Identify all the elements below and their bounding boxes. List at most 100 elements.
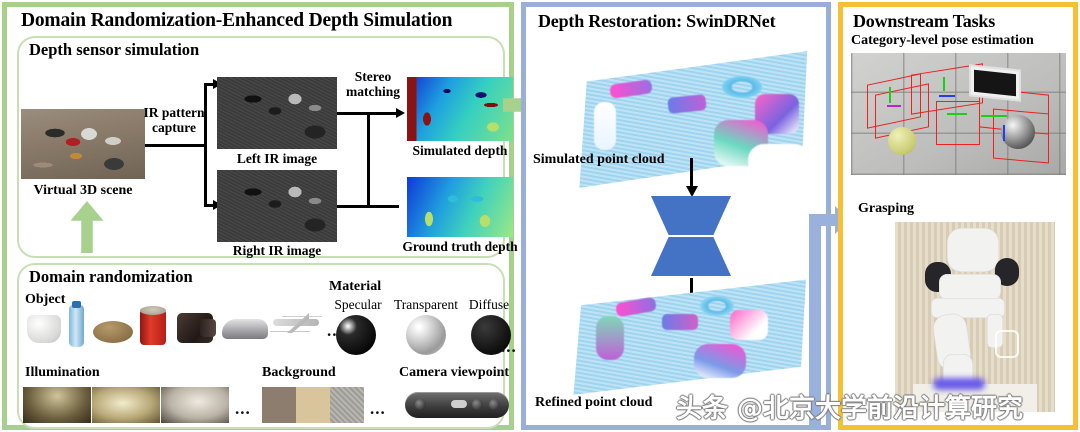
virtual-3d-scene-image [21, 109, 145, 179]
label-grasping: Grasping [858, 201, 915, 216]
rpc-object-big [694, 344, 746, 378]
label-refined-point-cloud: Refined point cloud [535, 395, 653, 410]
robot-base-glow [933, 378, 985, 390]
object-thumb-bottle [69, 305, 84, 347]
right-ir-image [217, 170, 337, 242]
label-ir-pattern-capture-line2: capture [152, 120, 196, 135]
object-thumb-bottle-cap [72, 301, 81, 308]
background-thumb-1 [262, 387, 296, 423]
arrow-split-bottom [204, 204, 215, 207]
label-material-transparent: Transparent [394, 297, 458, 312]
object-thumb-camera-lens [200, 319, 216, 337]
pose-ball [888, 127, 916, 155]
material-sphere-transparent [406, 315, 446, 355]
blue-arrow-stem [809, 214, 821, 430]
simulated-point-cloud-image [572, 42, 817, 194]
arrow-stereo-join [367, 112, 370, 208]
label-category-level-pose-estimation: Category-level pose estimation [851, 33, 1034, 48]
material-sphere-specular [336, 315, 376, 355]
label-material-specular: Specular [334, 297, 382, 312]
label-object-group: Object [25, 292, 66, 307]
subpanel-title-depth-sensor: Depth sensor simulation [29, 40, 200, 59]
arrow-head-to-simulated-depth [396, 107, 405, 118]
material-ellipsis: ... [501, 337, 517, 356]
pose-sphere [1001, 115, 1035, 149]
robot-wrist [939, 274, 1001, 300]
robot-gripper [987, 314, 1003, 348]
object-thumb-mug [27, 315, 61, 343]
arrow-split-top [204, 83, 215, 86]
camera-viewpoint-lens-right2 [489, 399, 500, 410]
blue-arrow-arm [809, 214, 837, 226]
object-thumb-can [140, 309, 166, 345]
watermark-text: 头条 @北京大学前沿计算研究 [676, 394, 1024, 424]
rpc-object-mug [596, 316, 624, 360]
simulated-depth-image [407, 77, 513, 141]
rpc-object-cluster [730, 310, 768, 340]
label-background-group: Background [262, 365, 336, 380]
pc-hole-right [748, 144, 810, 178]
label-ir-pattern-capture: IR pattern [143, 105, 205, 120]
illumination-thumb-1 [23, 387, 91, 423]
robot-grasped-object [995, 330, 1019, 358]
pose-axis-green-1 [889, 87, 891, 103]
label-material-group: Material [329, 279, 382, 294]
swindrnet-network-icon [651, 196, 731, 276]
label-stereo-matching: Stereo [354, 69, 392, 84]
camera-viewpoint-lens-right [472, 399, 483, 410]
panel-title-restoration: Depth Restoration: SwinDRNet [538, 11, 776, 31]
pose-box-3 [936, 101, 980, 145]
object-thumb-airplane [273, 319, 319, 326]
label-left-ir-image: Left IR image [236, 151, 318, 166]
network-decoder [651, 237, 731, 276]
label-ground-truth-depth: Ground truth depth [402, 239, 518, 254]
object-thumb-car [222, 319, 268, 339]
subpanel-title-domain-randomization: Domain randomization [29, 267, 193, 286]
object-thumb-bowl [93, 321, 133, 343]
network-encoder [651, 196, 731, 235]
refined-point-cloud-image [566, 272, 816, 400]
arrow-pointcloud-to-network [690, 158, 693, 188]
pose-phone [969, 64, 1021, 102]
label-camera-viewpoint-group: Camera viewpoint [399, 365, 510, 380]
panel-depth-simulation: Domain Randomization-Enhanced Depth Simu… [2, 2, 518, 430]
label-material-diffuse: Diffuse [468, 297, 510, 312]
arrow-split-vertical [204, 83, 207, 207]
pose-axis-blue-1 [939, 95, 955, 97]
label-simulated-depth: Simulated depth [412, 143, 508, 158]
pc-object-ring [722, 76, 762, 98]
pose-axis-green-2 [943, 77, 945, 91]
camera-viewpoint-lens-center [451, 400, 467, 408]
background-ellipsis: ... [370, 399, 386, 418]
arrow-head-into-network [685, 186, 698, 197]
arrow-scene-to-split [145, 144, 207, 147]
rpc-object-ring [700, 296, 734, 316]
pc-hole-left [594, 102, 616, 150]
pose-estimation-photo [851, 53, 1066, 175]
camera-viewpoint-lens-left [415, 399, 426, 410]
label-right-ir-image: Right IR image [232, 243, 322, 258]
object-thumb-can-top [140, 306, 166, 315]
pose-axis-blue-2 [1003, 125, 1005, 141]
illumination-ellipsis: ... [235, 399, 251, 418]
illumination-thumb-3 [161, 387, 229, 423]
label-virtual-3d-scene: Virtual 3D scene [33, 183, 133, 198]
pose-axis-green-3 [947, 113, 967, 115]
arrow-network-to-refined [690, 278, 693, 296]
material-sphere-diffuse [471, 315, 511, 355]
rpc-object-box [662, 314, 698, 330]
label-simulated-point-cloud: Simulated point cloud [533, 152, 665, 167]
illumination-thumb-2 [92, 387, 160, 423]
label-illumination-group: Illumination [25, 365, 100, 380]
ground-truth-depth-image [407, 177, 513, 237]
robot-head [947, 228, 999, 272]
pose-axis-magenta-1 [887, 105, 901, 107]
background-thumb-2 [296, 387, 330, 423]
left-ir-image [217, 77, 337, 149]
panel-title-downstream: Downstream Tasks [853, 11, 996, 31]
grasping-robot-photo [895, 222, 1055, 412]
panel-title-simulation: Domain Randomization-Enhanced Depth Simu… [21, 10, 453, 31]
pose-phone-screen [974, 69, 1016, 97]
background-thumb-3 [330, 387, 364, 423]
label-stereo-matching-line2: matching [346, 84, 400, 99]
